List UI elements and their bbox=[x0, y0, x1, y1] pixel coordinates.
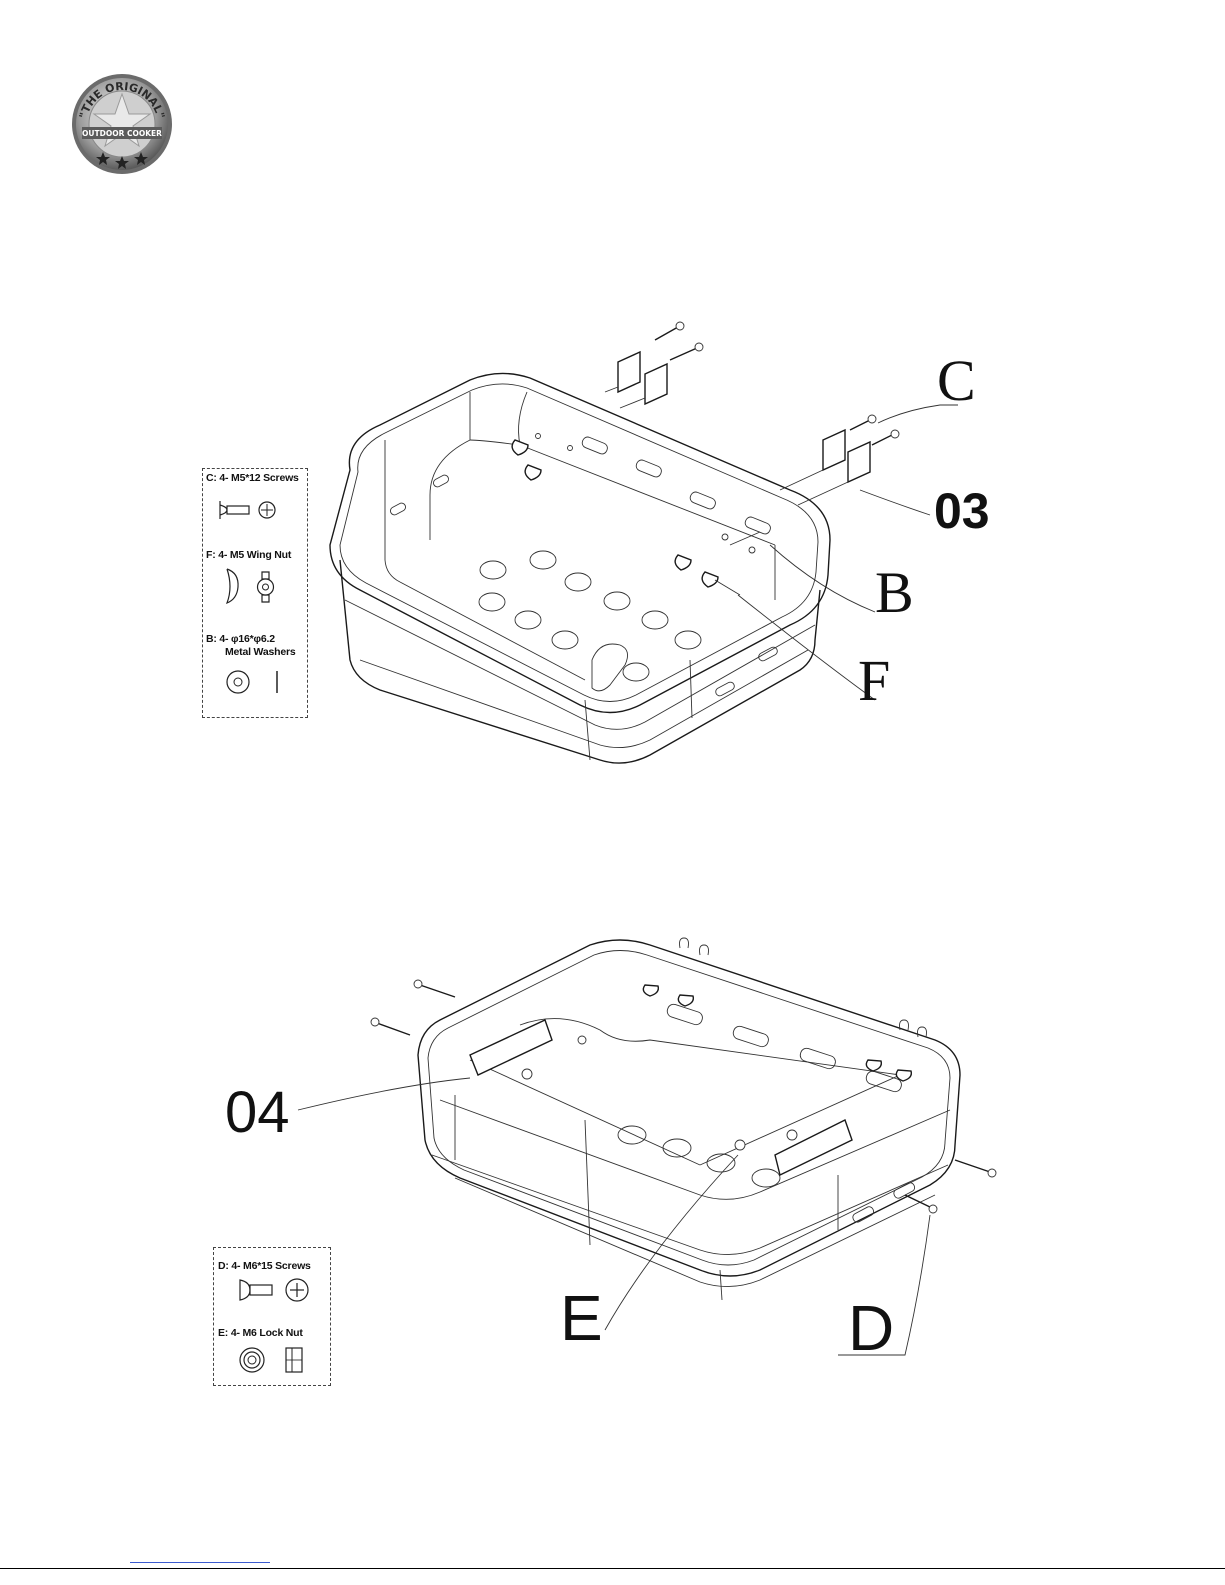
bracket-pair-top bbox=[605, 322, 703, 408]
wing-nut-front-icon bbox=[258, 572, 274, 602]
part-f-label: F: 4- M5 Wing Nut bbox=[206, 549, 291, 561]
part-b-label-2: Metal Washers bbox=[225, 646, 296, 658]
callout-f: F bbox=[858, 648, 890, 713]
grill-tub-figure1 bbox=[330, 373, 830, 763]
m6-screw-icon bbox=[240, 1280, 272, 1300]
m6-screw-head-icon bbox=[286, 1279, 308, 1301]
callout-03: 03 bbox=[934, 483, 990, 539]
footer-link-underline bbox=[130, 1562, 270, 1563]
callout-d: D bbox=[848, 1292, 894, 1364]
lock-nut-side-icon bbox=[286, 1348, 302, 1372]
parts-box-figure1: C: 4- M5*12 Screws F: 4- M5 Wing Nut B: … bbox=[202, 468, 308, 718]
part-e-label: E: 4- M6 Lock Nut bbox=[218, 1327, 303, 1339]
screw-head-icon bbox=[259, 502, 275, 518]
callout-04: 04 bbox=[225, 1080, 290, 1145]
part-b-label: B: 4- φ16*φ6.2 bbox=[206, 633, 275, 645]
grill-tub-figure2 bbox=[418, 938, 960, 1300]
callout-b: B bbox=[875, 560, 914, 625]
washer-face-icon bbox=[227, 671, 249, 693]
callout-c: C bbox=[937, 348, 976, 413]
wing-nut-side-icon bbox=[227, 569, 238, 603]
wing-nuts-figure1 bbox=[512, 434, 760, 596]
callout-e: E bbox=[560, 1282, 603, 1354]
bracket-pair-right bbox=[780, 415, 899, 505]
footer-rule bbox=[0, 1568, 1225, 1569]
screw-icon bbox=[220, 501, 249, 519]
screws-figure2 bbox=[371, 980, 996, 1213]
parts-box-figure2: D: 4- M6*15 Screws E: 4- M6 Lock Nut bbox=[213, 1247, 331, 1386]
lock-nut-face-icon bbox=[240, 1348, 264, 1372]
